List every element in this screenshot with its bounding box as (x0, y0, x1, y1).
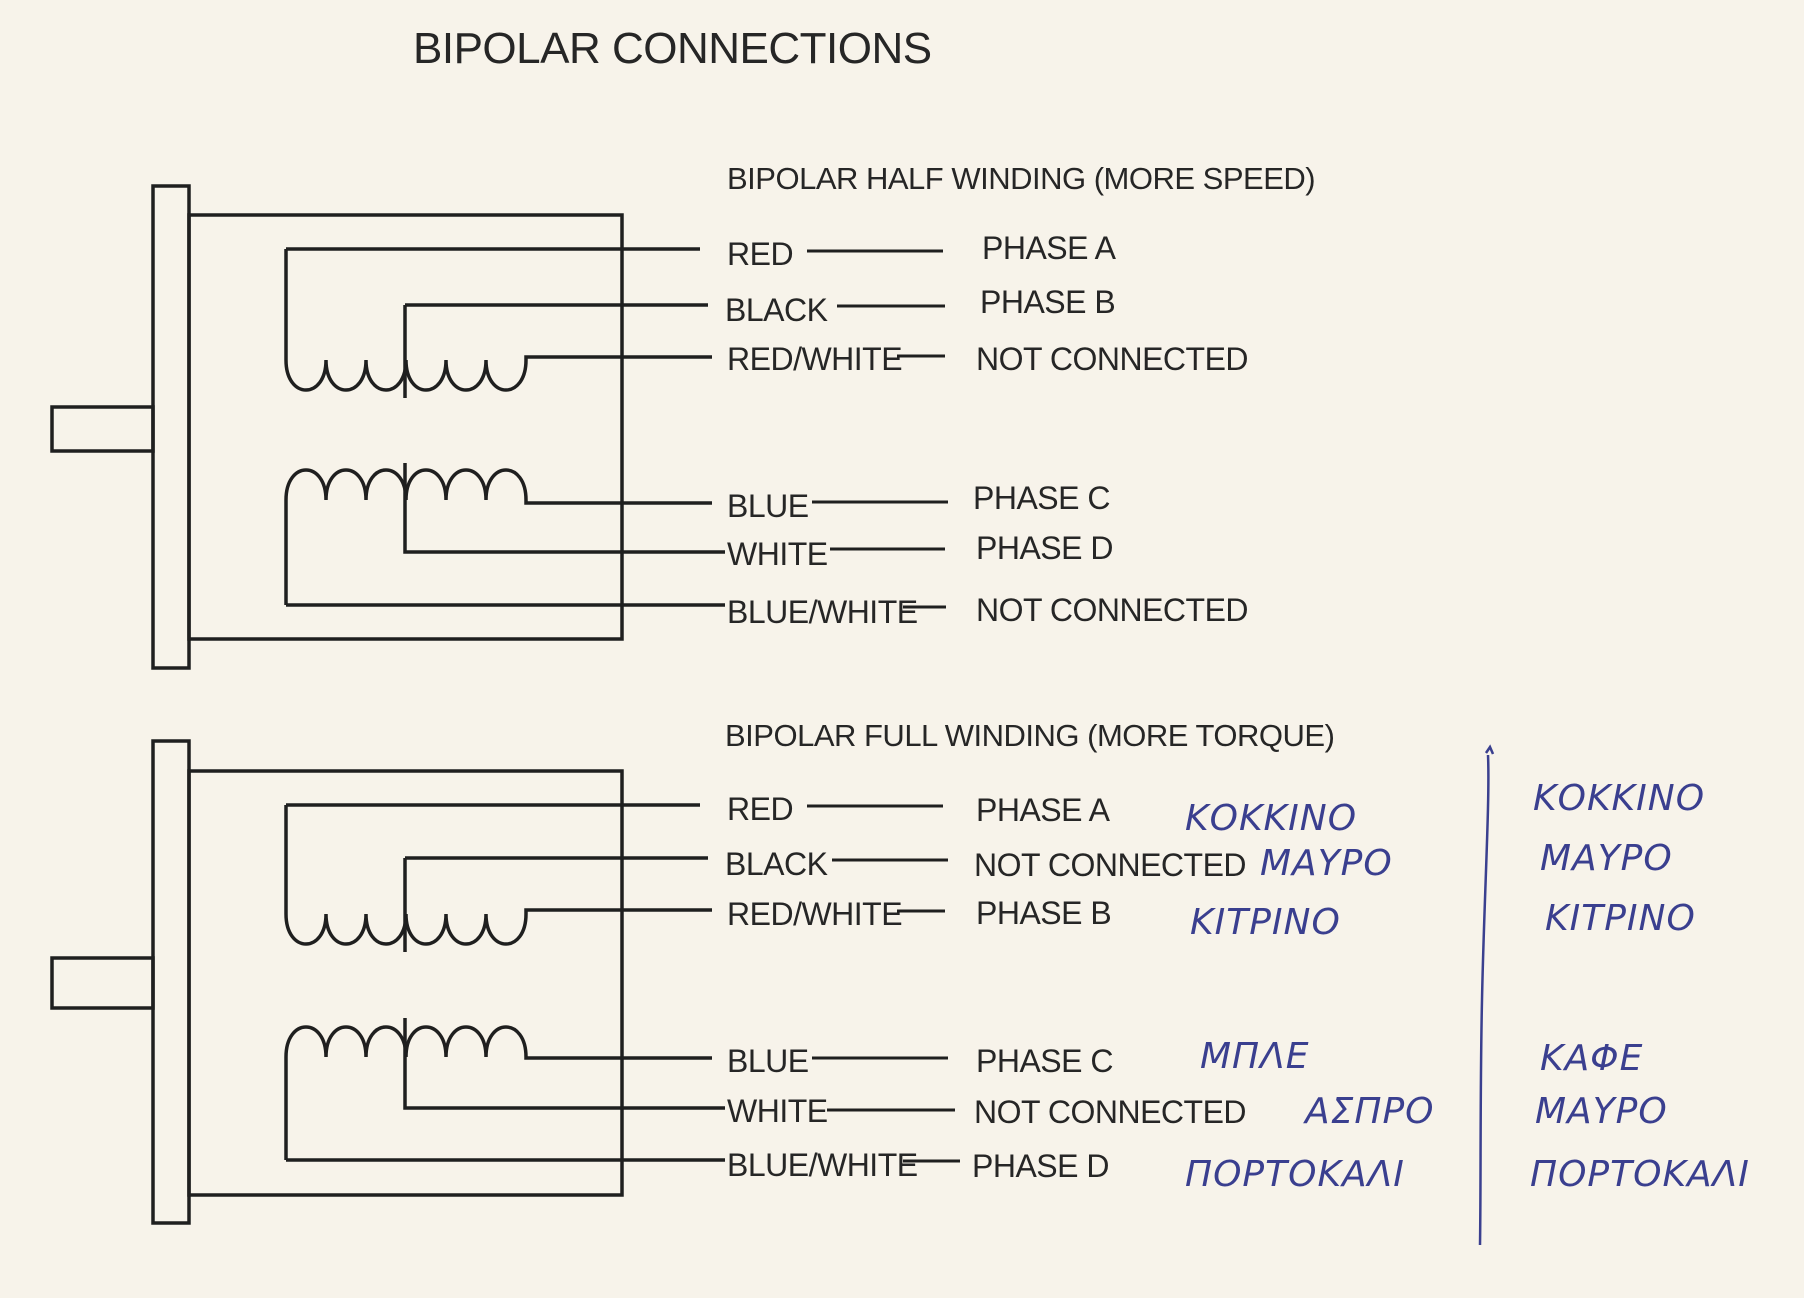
note-1-mavro: ΜΑΥΡΟ (1260, 843, 1393, 884)
full-winding-section: BIPOLAR FULL WINDING (MORE TORQUE) RED B… (50, 718, 1335, 1225)
handwritten-divider-tick (1484, 744, 1495, 755)
note-2-kitrino: ΚΙΤΡΙΝΟ (1545, 898, 1696, 939)
half-wire-white: WHITE (727, 536, 828, 572)
half-conn-phase-d: PHASE D (976, 530, 1113, 566)
diagram-title: BIPOLAR CONNECTIONS (413, 24, 932, 73)
full-wire-white: WHITE (727, 1093, 828, 1129)
motor-2-flange (151, 739, 191, 1225)
note-2-mavro: ΜΑΥΡΟ (1540, 838, 1673, 879)
note-2-portokali: ΠΟΡΤΟΚΑΛΙ (1530, 1154, 1750, 1195)
half-conn-not-connected-1: NOT CONNECTED (976, 341, 1248, 377)
full-wire-blue-white: BLUE/WHITE (727, 1147, 918, 1183)
motor-2-coil-1 (284, 803, 712, 952)
motor-1-flange (151, 184, 191, 670)
full-conn-phase-d: PHASE D (972, 1148, 1109, 1184)
full-conn-phase-a: PHASE A (976, 792, 1111, 828)
full-wire-black: BLACK (725, 846, 828, 882)
note-1-aspro: ΑΣΠΡΟ (1303, 1091, 1435, 1132)
half-winding-section: BIPOLAR HALF WINDING (MORE SPEED) RED BL (50, 161, 1316, 670)
half-wire-blue: BLUE (727, 488, 809, 524)
full-conn-phase-c: PHASE C (976, 1043, 1113, 1079)
half-wire-black: BLACK (725, 292, 828, 328)
note-1-mple: ΜΠΛΕ (1200, 1036, 1310, 1077)
full-wire-red-white: RED/WHITE (727, 896, 902, 932)
half-wire-red: RED (727, 236, 793, 272)
half-conn-phase-b: PHASE B (980, 284, 1115, 320)
motor-1-shaft (50, 405, 155, 453)
full-conn-not-connected-2: NOT CONNECTED (974, 1094, 1246, 1130)
half-conn-phase-a: PHASE A (982, 230, 1117, 266)
handwritten-column-2: ΚΟΚΚΙΝΟ ΜΑΥΡΟ ΚΙΤΡΙΝΟ ΚΑΦΕ ΜΑΥΡΟ ΠΟΡΤΟΚΑ… (1530, 778, 1750, 1195)
motor-1-coil-1 (284, 247, 712, 398)
motor-2-shaft (50, 956, 155, 1010)
half-winding-heading: BIPOLAR HALF WINDING (MORE SPEED) (727, 161, 1315, 196)
half-conn-phase-c: PHASE C (973, 480, 1110, 516)
motor-1-housing (187, 213, 624, 641)
handwritten-divider-line (1478, 754, 1490, 1246)
full-wire-red: RED (727, 791, 793, 827)
full-wire-blue: BLUE (727, 1043, 809, 1079)
full-winding-heading: BIPOLAR FULL WINDING (MORE TORQUE) (725, 718, 1334, 753)
motor-1 (50, 184, 624, 670)
full-conn-not-connected-1: NOT CONNECTED (974, 847, 1246, 883)
note-2-kokkino: ΚΟΚΚΙΝΟ (1533, 778, 1705, 819)
motor-1-coil-2 (284, 463, 725, 607)
note-1-kokkino: ΚΟΚΚΙΝΟ (1185, 798, 1357, 839)
note-2-kafe: ΚΑΦΕ (1540, 1038, 1643, 1079)
half-conn-not-connected-2: NOT CONNECTED (976, 592, 1248, 628)
note-2-mavro-2: ΜΑΥΡΟ (1535, 1091, 1668, 1132)
handwritten-column-1: ΚΟΚΚΙΝΟ ΜΑΥΡΟ ΚΙΤΡΙΝΟ ΜΠΛΕ ΑΣΠΡΟ ΠΟΡΤΟΚΑ… (1185, 798, 1435, 1195)
motor-2-housing (187, 769, 624, 1197)
motor-2-coil-2 (284, 1018, 725, 1162)
full-conn-phase-b: PHASE B (976, 895, 1111, 931)
handwritten-notes: ΚΟΚΚΙΝΟ ΜΑΥΡΟ ΚΙΤΡΙΝΟ ΜΠΛΕ ΑΣΠΡΟ ΠΟΡΤΟΚΑ… (1185, 744, 1750, 1246)
note-1-portokali: ΠΟΡΤΟΚΑΛΙ (1185, 1154, 1405, 1195)
note-1-kitrino: ΚΙΤΡΙΝΟ (1190, 902, 1341, 943)
motor-2 (50, 739, 624, 1225)
half-wire-blue-white: BLUE/WHITE (727, 594, 918, 630)
half-wire-red-white: RED/WHITE (727, 341, 902, 377)
